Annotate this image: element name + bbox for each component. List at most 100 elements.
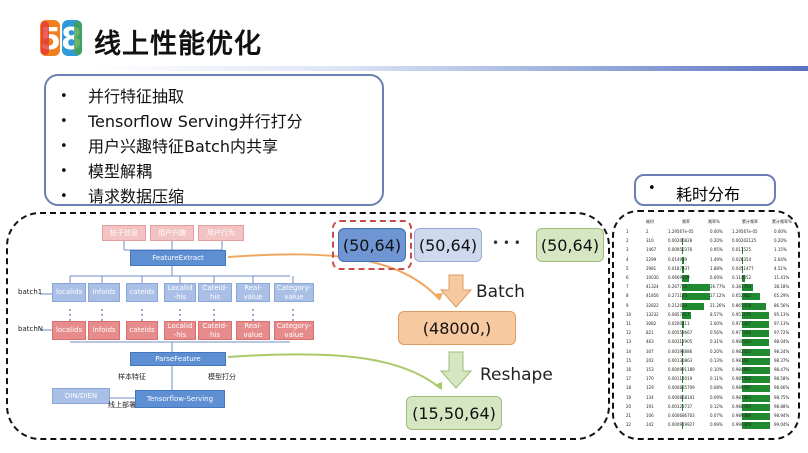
infoids-node: infoids: [88, 283, 120, 302]
column-header: 累计频率%: [772, 219, 792, 224]
table-cell: 0.00123737: [668, 403, 693, 409]
table-cell: 142: [646, 422, 654, 428]
feature-list-box: 并行特征抽取 Tensorflow Serving并行打分 用户兴趣特征Batc…: [44, 74, 384, 209]
table-cell: 0.09%: [710, 394, 723, 400]
table-cell: 0.00%: [774, 229, 787, 234]
table-cell: 13: [626, 339, 632, 345]
cumulative-bar: [742, 357, 770, 365]
table-cell: 95.13%: [774, 311, 790, 317]
user-interest-node: 用户兴趣: [150, 225, 194, 241]
table-cell: 27.12%: [710, 293, 726, 299]
table-cell: 202: [646, 357, 654, 363]
table-cell: 0.990309: [732, 422, 752, 428]
table-cell: 8.57%: [710, 311, 723, 317]
batch-label: Batch: [476, 282, 525, 302]
table-cell: 129: [646, 385, 654, 391]
table-cell: 98.75%: [774, 394, 790, 400]
table-cell: 2299: [646, 256, 657, 262]
table-cell: 1.88%: [710, 265, 723, 271]
table-cell: 41324: [646, 284, 659, 290]
table-cell: 0.20%: [710, 348, 723, 354]
category-value-node: Category- value: [274, 283, 314, 302]
frequency-bar: [682, 256, 684, 264]
table-cell: 6: [626, 275, 629, 280]
table-cell: 0.00%: [710, 229, 723, 234]
table-cell: 1.49%: [710, 256, 723, 262]
table-cell: 0.982322: [732, 348, 752, 354]
table-cell: 0.11%: [710, 376, 723, 382]
reshape-result: (15,50,64): [406, 396, 502, 430]
bullet-marker: •: [648, 181, 656, 196]
table-cell: 0.00200828: [668, 238, 693, 244]
frequency-bar: [682, 265, 684, 273]
table-cell: 0.95%: [710, 247, 723, 253]
column-header: 频率%: [708, 219, 720, 224]
table-cell: 134: [646, 394, 654, 400]
table-cell: 0.07%: [710, 413, 723, 418]
table-cell: 0.980333: [732, 339, 752, 345]
table-cell: 0.0200311: [668, 321, 690, 326]
bullet-item: Tensorflow Serving并行打分: [46, 109, 382, 134]
table-cell: 97.72%: [774, 330, 790, 336]
table-cell: 15: [626, 357, 632, 363]
table-cell: 0.10%: [710, 367, 723, 372]
table-cell: 0.98363: [732, 357, 749, 363]
column-header: 耗时: [646, 219, 654, 224]
frequency-bar: [682, 247, 683, 255]
table-cell: 0.988703: [732, 403, 752, 409]
table-cell: 0.00312905: [668, 339, 693, 345]
table-cell: 0.652922: [732, 293, 752, 299]
table-cell: 1: [626, 229, 629, 234]
table-cell: 21: [626, 413, 632, 418]
table-cell: 0.381763: [732, 284, 752, 290]
table-cell: 17: [626, 376, 632, 382]
table-cell: 1.29567e-05: [732, 229, 758, 234]
table-cell: 0.114052: [732, 275, 752, 280]
cateids-node-n: cateids: [126, 321, 158, 340]
table-cell: 0.000868101: [668, 394, 695, 400]
table-cell: 0.56%: [710, 330, 723, 336]
cumulative-bar: [742, 284, 753, 292]
cumulative-bar: [742, 385, 770, 393]
real-value-node-n: Real- value: [236, 321, 270, 340]
table-cell: 0.865558: [732, 302, 752, 308]
cumulative-bar: [742, 376, 770, 384]
table-cell: 106: [646, 413, 654, 418]
table-cell: 0.00950376: [668, 247, 693, 253]
company-logo: 58: [40, 20, 82, 57]
cateid-his-node: Cateid- his: [198, 283, 232, 302]
table-cell: 4.51%: [774, 265, 787, 271]
latency-table-region: [612, 210, 800, 440]
frequency-bar: [682, 302, 704, 310]
cumulative-bar: [742, 293, 761, 301]
table-cell: 4: [626, 256, 629, 262]
table-cell: 1467: [646, 247, 657, 253]
diagram-connectors: [40, 241, 473, 399]
table-cell: 0.0451477: [732, 265, 754, 271]
table-cell: 98.24%: [774, 348, 790, 354]
table-cell: 0.12%: [710, 403, 723, 409]
table-cell: 0.00202125: [732, 238, 757, 244]
table-cell: 170: [646, 376, 654, 382]
table-cell: 98.88%: [774, 403, 790, 409]
table-cell: 21.26%: [710, 302, 726, 308]
table-cell: 98.37%: [774, 357, 790, 363]
feature-extract-node: FeatureExtract: [130, 250, 226, 266]
batchN-label: batchN: [18, 325, 43, 333]
table-cell: 32822: [646, 302, 659, 308]
table-cell: 22: [626, 422, 632, 428]
real-value-node: Real- value: [236, 283, 270, 302]
